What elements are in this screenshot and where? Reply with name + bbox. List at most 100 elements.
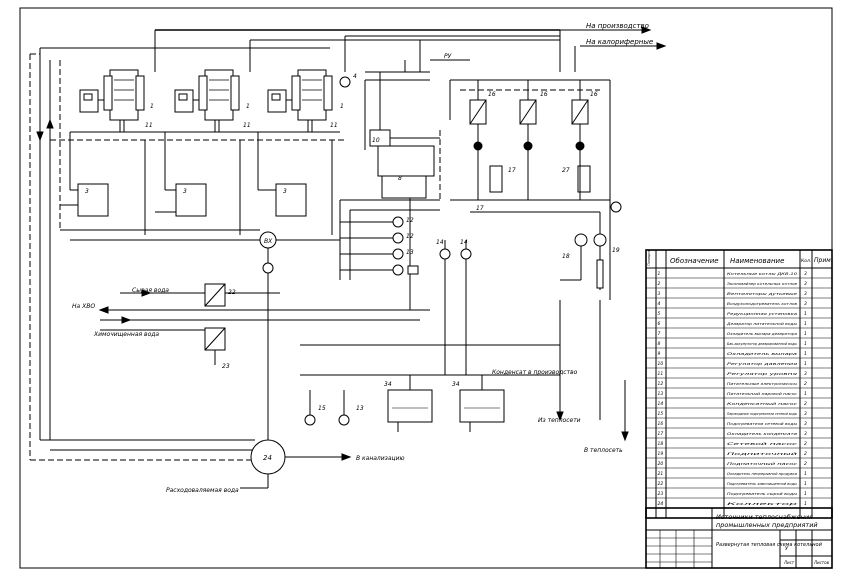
spec-row-name: Котельные котлы ДКВ-10 <box>727 271 798 276</box>
spec-row-qty: 1 <box>804 331 807 337</box>
label-16b: 16 <box>540 91 548 98</box>
label-8: 8 <box>398 175 402 182</box>
label-bx: BX <box>264 238 273 245</box>
top-steam-lines <box>29 26 667 460</box>
spec-row-name: Конденсатный насос <box>727 401 798 406</box>
stage-value: У <box>785 546 789 552</box>
network-arrows <box>556 300 629 442</box>
spec-row-qty: 2 <box>804 461 807 467</box>
spec-header-pos: Позиция <box>647 250 651 266</box>
label-22: 22 <box>228 289 236 296</box>
spec-row-pos: 21 <box>658 471 664 477</box>
spec-row-name: Регулятор уровня <box>727 371 798 376</box>
spec-row-name: Охладитель конденсата <box>727 431 798 436</box>
spec-row-qty: 3 <box>804 291 807 297</box>
spec-row-pos: 8 <box>658 341 661 347</box>
spec-row-qty: 1 <box>804 321 807 327</box>
label-1a: 1 <box>150 103 154 110</box>
spec-row-pos: 9 <box>658 351 661 357</box>
spec-row-pos: 2 <box>658 281 661 287</box>
spec-row-pos: 13 <box>658 391 664 397</box>
boiler-3 <box>267 69 351 132</box>
feed-pump-area <box>259 231 340 440</box>
spec-row-pos: 5 <box>658 311 661 317</box>
title-block <box>645 507 833 569</box>
boiler-group <box>50 69 351 235</box>
label-13b: 13 <box>356 405 364 412</box>
spec-row-qty: 3 <box>804 271 807 277</box>
spec-row-qty: 1 <box>804 501 807 507</box>
spec-row-pos: 22 <box>658 481 664 487</box>
from-network-label: Из теплосети <box>538 417 581 424</box>
spec-row-pos: 14 <box>658 401 664 407</box>
spec-row-name: Коллектор <box>727 501 799 506</box>
label-11a: 11 <box>145 122 153 129</box>
label-19: 19 <box>612 247 620 254</box>
collector-24 <box>240 439 352 489</box>
spec-row-qty: 1 <box>804 351 807 357</box>
label-17b: 17 <box>476 205 484 212</box>
label-24: 24 <box>263 454 272 462</box>
to-network-label: В теплосеть <box>584 447 623 454</box>
spec-row-qty: 3 <box>804 431 807 437</box>
spec-header-name: Наименование <box>730 257 784 265</box>
spec-row-name: Питательные электронасосы <box>727 381 797 386</box>
spec-row-qty: 1 <box>804 471 807 477</box>
label-17a: 17 <box>508 167 516 174</box>
spec-row-qty: 1 <box>804 491 807 497</box>
spec-row-name: Воздухоподогреватель котлов <box>727 301 798 306</box>
consumption-water-label: Расходоваляемая вода <box>166 487 239 494</box>
spec-row-pos: 11 <box>658 371 664 377</box>
label-4: 4 <box>353 73 357 80</box>
spec-row-name: Вентиляторы дутьевые <box>727 291 798 296</box>
spec-row-name: Охладитель непрерывной продувки <box>727 471 798 476</box>
raw-water-label: Сырая вода <box>132 287 169 294</box>
boiler-1 <box>79 69 145 132</box>
heating-label: На калориферные <box>586 38 653 46</box>
deaerator <box>340 72 441 310</box>
label-17c: 27 <box>562 167 570 174</box>
spec-row-pos: 4 <box>658 301 661 307</box>
spec-row-qty: 3 <box>804 281 807 287</box>
production-label: На производство <box>586 22 649 30</box>
spec-row-qty: 1 <box>804 361 807 367</box>
spec-header-qty: Кол. <box>801 258 811 264</box>
spec-rows: 1 Котельные котлы ДКВ-10 3 2 Экономайзер кот… <box>646 271 832 509</box>
hvo-label: На ХВО <box>72 303 95 310</box>
label-14a: 14 <box>436 239 444 246</box>
spec-row-name: Экономайзер котельных котлов <box>726 281 798 286</box>
spec-row-name: Пароводяные подогреватели сетевой воды <box>727 411 797 416</box>
spec-row-name: Подпиточный <box>727 451 798 456</box>
left-piping <box>30 60 260 461</box>
spec-row-name: Регулятор давления <box>727 361 798 366</box>
network-pumps <box>560 201 622 289</box>
spec-row-qty: 3 <box>804 301 807 307</box>
spec-row-pos: 7 <box>658 331 661 337</box>
sewer-label: В канализацию <box>356 455 405 462</box>
label-13: 13 <box>406 249 414 256</box>
spec-row-qty: 1 <box>804 341 807 347</box>
spec-row-name: Подогреватель химочищенной воды <box>727 481 797 486</box>
spec-row-qty: 1 <box>804 391 807 397</box>
label-12b: 12 <box>406 233 414 240</box>
label-11b: 11 <box>243 122 251 129</box>
spec-row-pos: 15 <box>658 411 664 417</box>
spec-row-pos: 3 <box>658 291 661 297</box>
label-16c: 16 <box>590 91 598 98</box>
label-10: 10 <box>372 137 380 144</box>
sheets-label: Листов <box>813 560 830 565</box>
spec-header-note: Прим. <box>814 257 833 264</box>
spec-row-pos: 1 <box>658 271 661 277</box>
spec-row-name: Охладитель выпара <box>727 351 798 356</box>
label-11c: 11 <box>330 122 338 129</box>
label-14b: 14 <box>460 239 468 246</box>
spec-row-pos: 16 <box>658 421 664 427</box>
lower-pumps <box>304 390 350 426</box>
feed-pumps <box>339 200 419 280</box>
spec-row-qty: 2 <box>804 401 807 407</box>
spec-row-name: Бак-аккумулятор деаэрированной воды <box>727 341 797 346</box>
condensate-label: Конденсат в производство <box>492 369 578 376</box>
spec-row-pos: 17 <box>658 431 664 437</box>
label-16a: 16 <box>488 91 496 98</box>
spec-table <box>645 249 833 519</box>
